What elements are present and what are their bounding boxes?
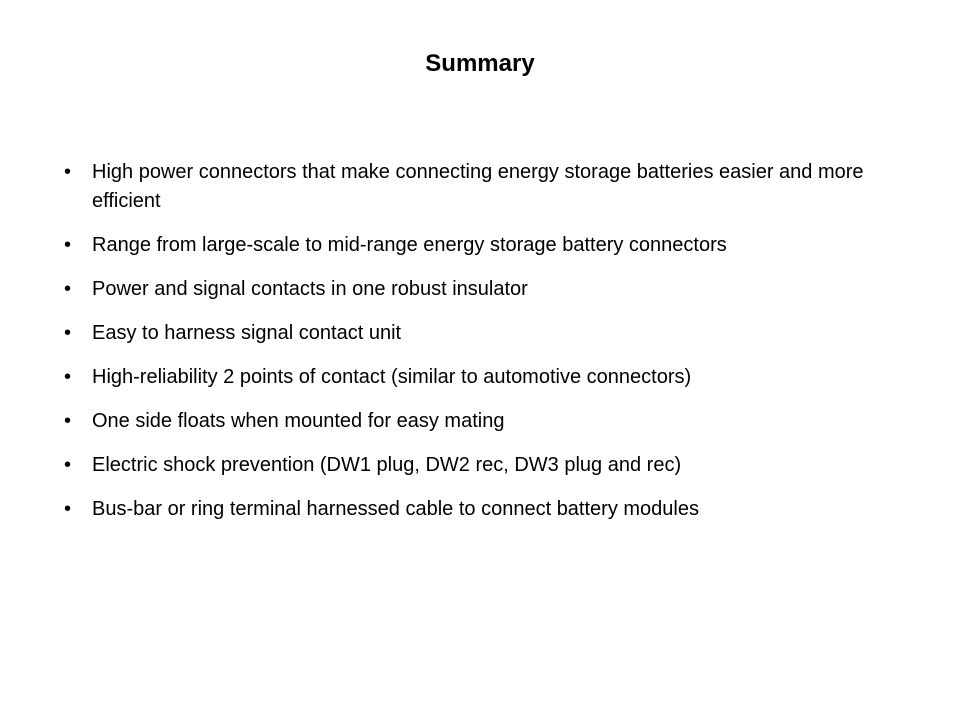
bullet-item: • Easy to harness signal contact unit [64,319,884,348]
bullet-dot-icon: • [64,498,72,520]
bullet-text: High power connectors that make connecti… [92,161,864,212]
bullet-list: • High power connectors that make connec… [64,158,884,539]
bullet-text: One side floats when mounted for easy ma… [92,410,505,432]
bullet-dot-icon: • [64,454,72,476]
bullet-text: Easy to harness signal contact unit [92,322,402,344]
bullet-item: • Power and signal contacts in one robus… [64,275,884,304]
bullet-item: • Range from large-scale to mid-range en… [64,231,884,260]
bullet-dot-icon: • [64,410,72,432]
bullet-item: • Bus-bar or ring terminal harnessed cab… [64,495,884,524]
bullet-text: High-reliability 2 points of contact (si… [92,366,692,388]
bullet-item: • High-reliability 2 points of contact (… [64,363,884,392]
bullet-text: Power and signal contacts in one robust … [92,278,528,300]
bullet-item: • Electric shock prevention (DW1 plug, D… [64,451,884,480]
bullet-dot-icon: • [64,161,72,183]
bullet-item: • One side floats when mounted for easy … [64,407,884,436]
bullet-text: Range from large-scale to mid-range ener… [92,234,727,256]
bullet-item: • High power connectors that make connec… [64,158,884,216]
bullet-dot-icon: • [64,234,72,256]
bullet-dot-icon: • [64,322,72,344]
bullet-text: Electric shock prevention (DW1 plug, DW2… [92,454,682,476]
bullet-dot-icon: • [64,366,72,388]
slide-title: Summary [425,50,535,77]
bullet-text: Bus-bar or ring terminal harnessed cable… [92,498,699,520]
bullet-dot-icon: • [64,278,72,300]
